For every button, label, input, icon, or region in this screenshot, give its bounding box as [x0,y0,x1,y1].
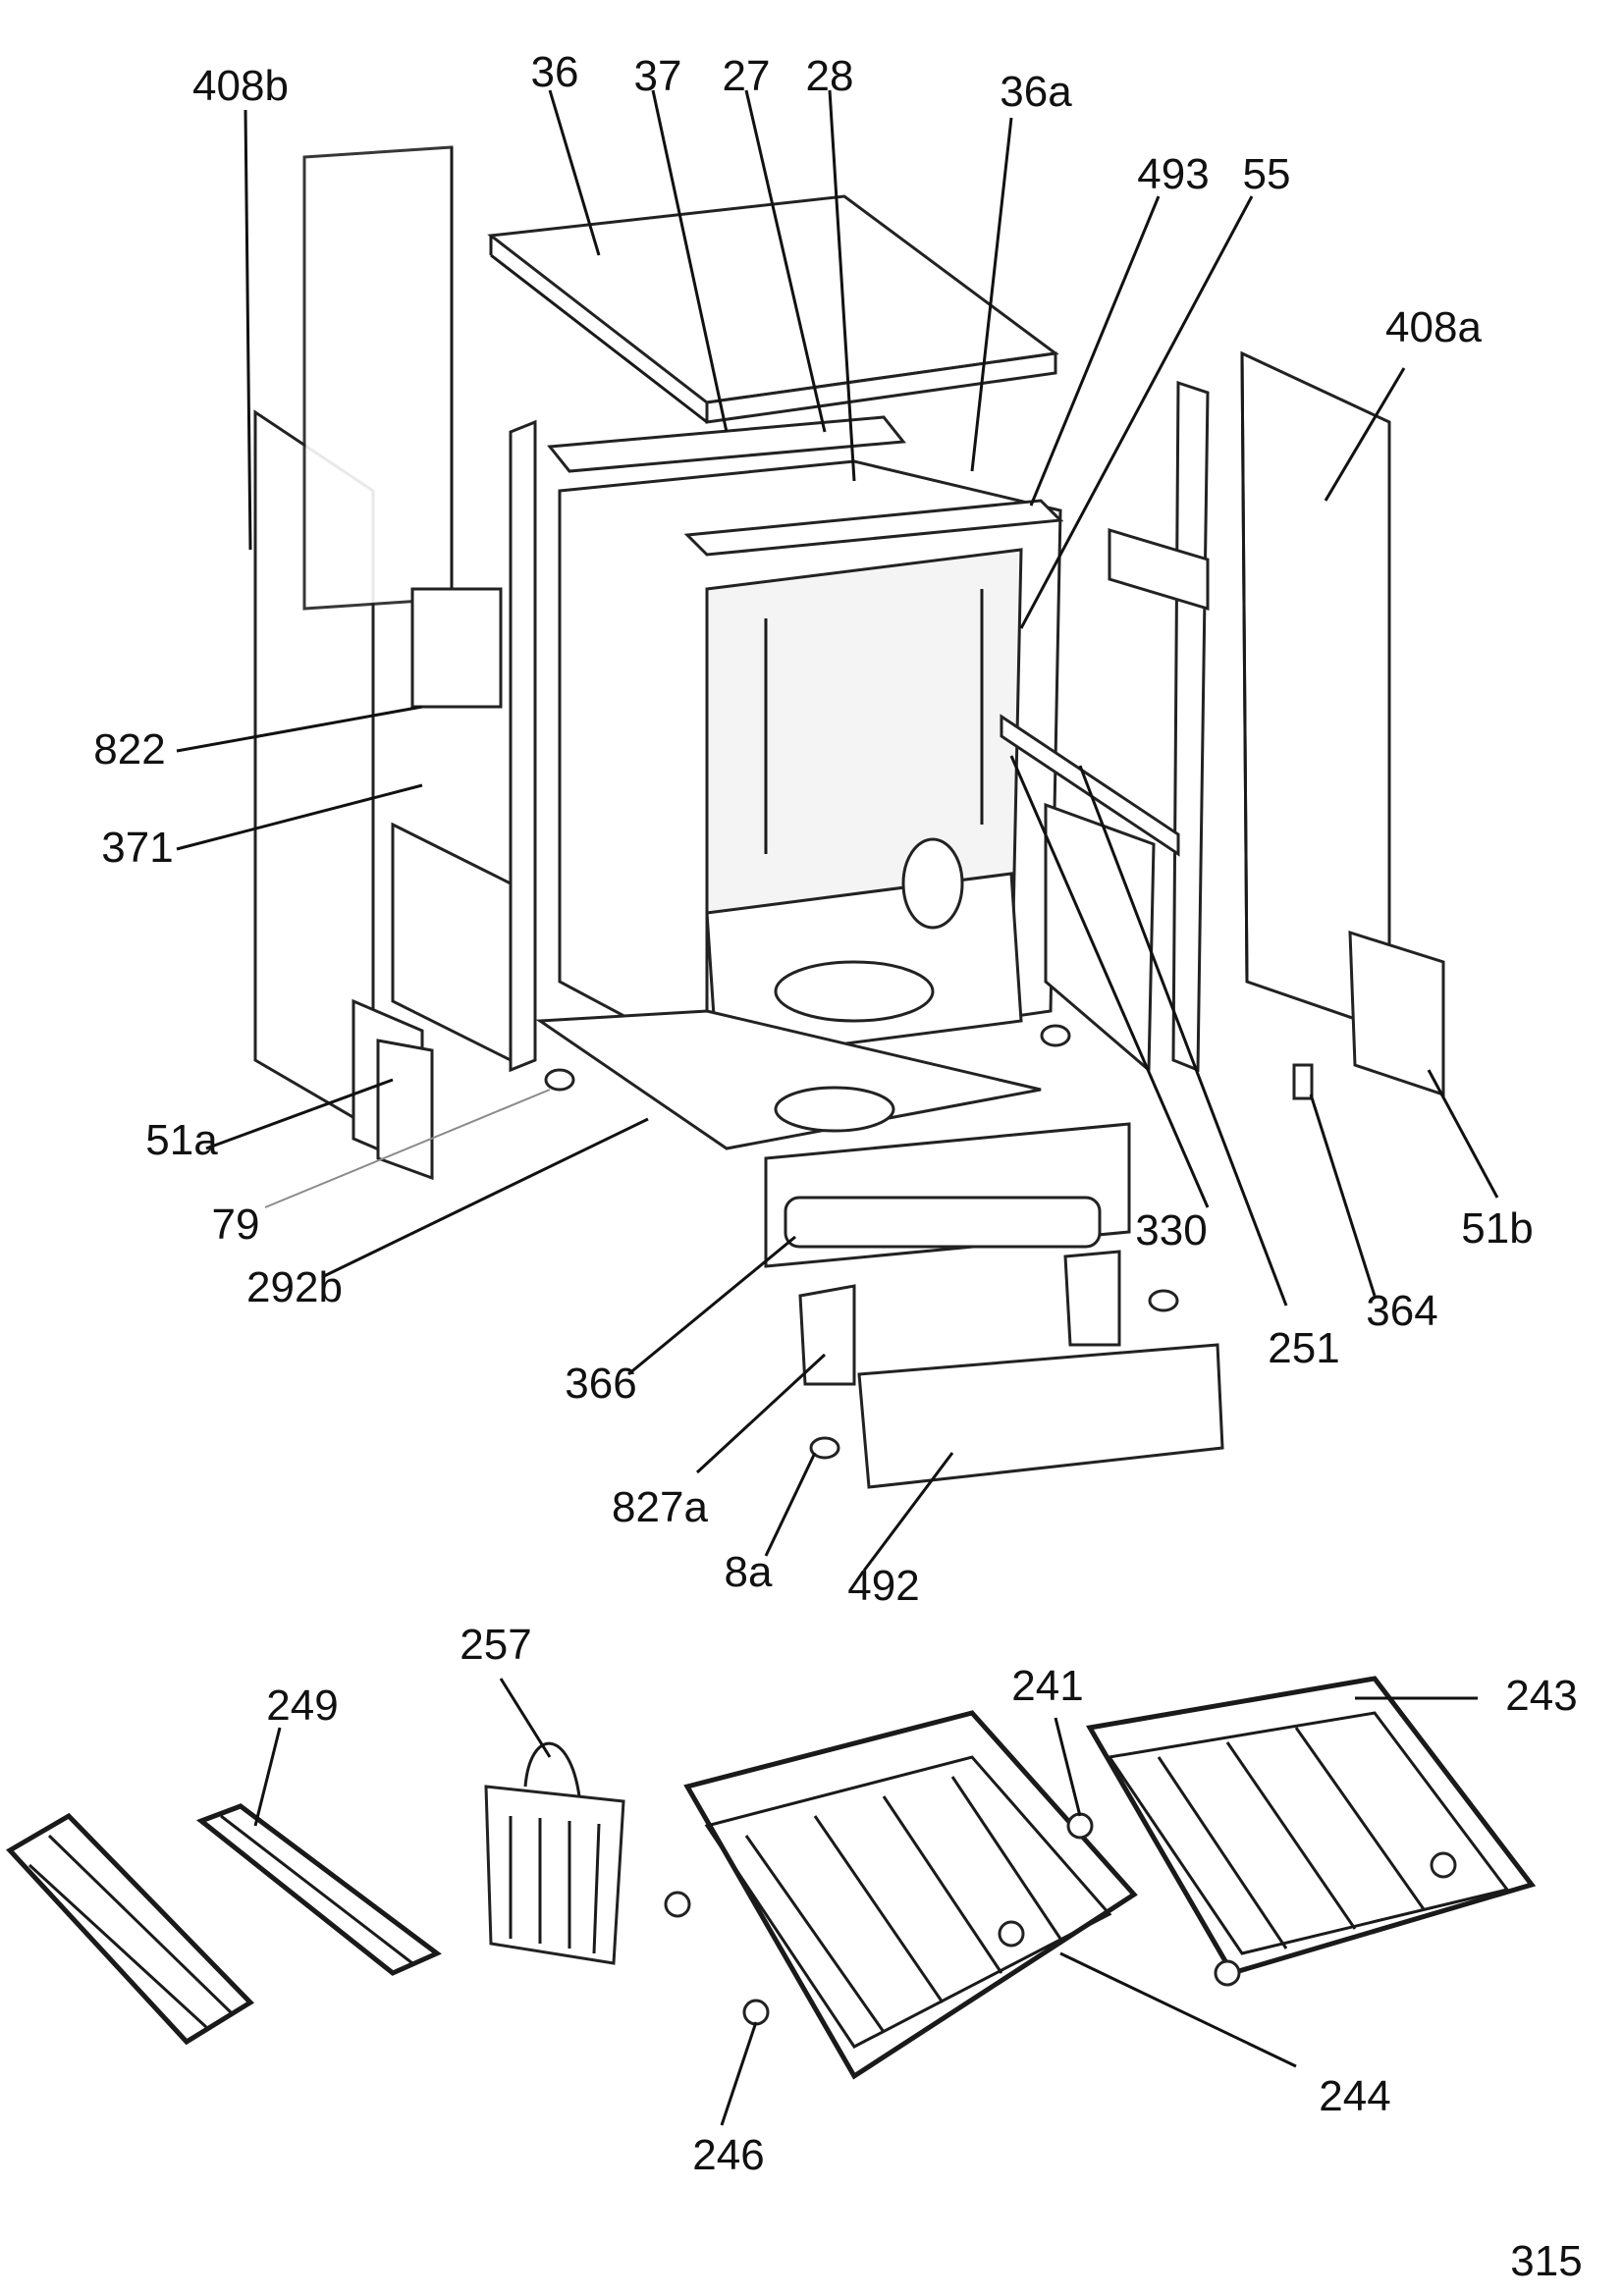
label-244: 244 [1319,2072,1390,2120]
label-822: 822 [93,725,165,774]
base-plate-292b [535,1009,1042,1150]
label-330: 330 [1135,1206,1207,1255]
top-lid-36 [487,194,1059,424]
upper-basket [1066,1676,1537,1987]
leader-lines [176,89,1499,2126]
label-371: 371 [101,824,173,872]
feet [544,1024,1179,1460]
label-246: 246 [692,2131,764,2179]
label-27: 27 [723,52,771,100]
label-241: 241 [1011,1662,1083,1710]
lower-basket [664,1710,1138,2080]
label-36: 36 [531,48,579,96]
label-493: 493 [1137,150,1209,198]
left-frame [391,419,537,1073]
side-panel-408b [253,145,454,1132]
label-28: 28 [806,52,854,100]
label-8a: 8a [725,1548,773,1596]
toe-kick-492 [857,1343,1224,1489]
label-257: 257 [460,1621,531,1669]
label-249: 249 [266,1682,338,1730]
label-37: 37 [634,52,682,100]
cutlery-tray-249 [195,1803,442,1976]
cutlery-tray-left [6,1812,254,2046]
label-492: 492 [847,1562,919,1610]
label-51a: 51a [145,1116,218,1164]
label-827a: 827a [612,1483,708,1531]
label-292b: 292b [246,1263,343,1311]
label-364: 364 [1366,1287,1437,1335]
page-number: 315 [1510,2237,1582,2285]
label-36a: 36a [1000,68,1072,116]
tub-body [558,459,1064,1062]
legs-827a [798,1250,1121,1386]
label-55: 55 [1243,150,1291,198]
cutlery-basket-257 [484,1741,625,1965]
kick-panel-366 [764,1122,1131,1268]
strip-37 [547,415,906,473]
label-79: 79 [212,1201,260,1249]
label-408a: 408a [1385,303,1482,351]
label-243: 243 [1505,1672,1577,1720]
label-408b: 408b [192,62,289,110]
label-51b: 51b [1461,1204,1533,1253]
clip-364 [1292,1063,1314,1100]
side-panel-408a [1240,350,1445,1097]
label-366: 366 [565,1360,636,1408]
label-251: 251 [1268,1324,1339,1372]
bracket-51a [352,998,434,1181]
right-frame [1000,380,1210,1074]
